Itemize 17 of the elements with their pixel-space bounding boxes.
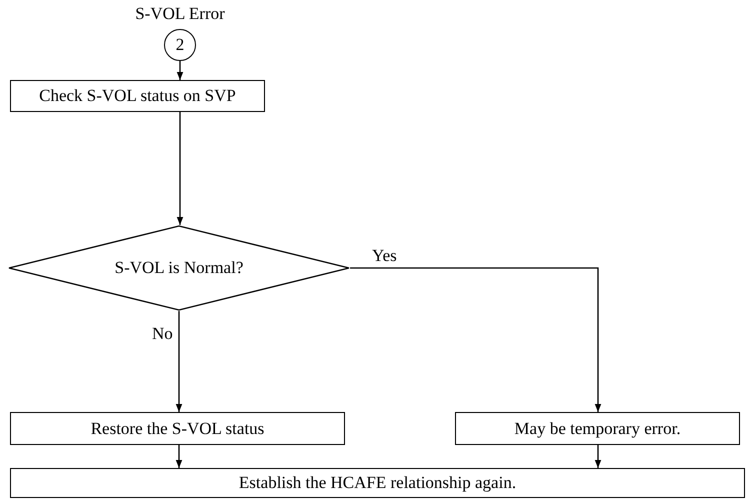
node-text: Restore the S-VOL status: [90, 418, 264, 438]
arrow: [350, 267, 602, 412]
process-box: [10, 468, 745, 498]
arrow: [176, 445, 182, 468]
arrow: [176, 311, 182, 412]
node-caption: S-VOL Error: [135, 4, 225, 24]
arrow: [594, 445, 602, 468]
node-text: Check S-VOL status on SVP: [39, 86, 236, 106]
arrow: [176, 61, 184, 80]
process-box: [455, 412, 740, 445]
process-box: [10, 80, 265, 112]
node-text: May be temporary error.: [514, 418, 681, 438]
node-text: 2: [176, 35, 184, 55]
node-text: Establish the HCAFE relationship again.: [238, 473, 516, 493]
process-box: [10, 412, 345, 445]
node-text: S-VOL is Normal?: [114, 258, 244, 278]
arrow: [176, 112, 184, 225]
